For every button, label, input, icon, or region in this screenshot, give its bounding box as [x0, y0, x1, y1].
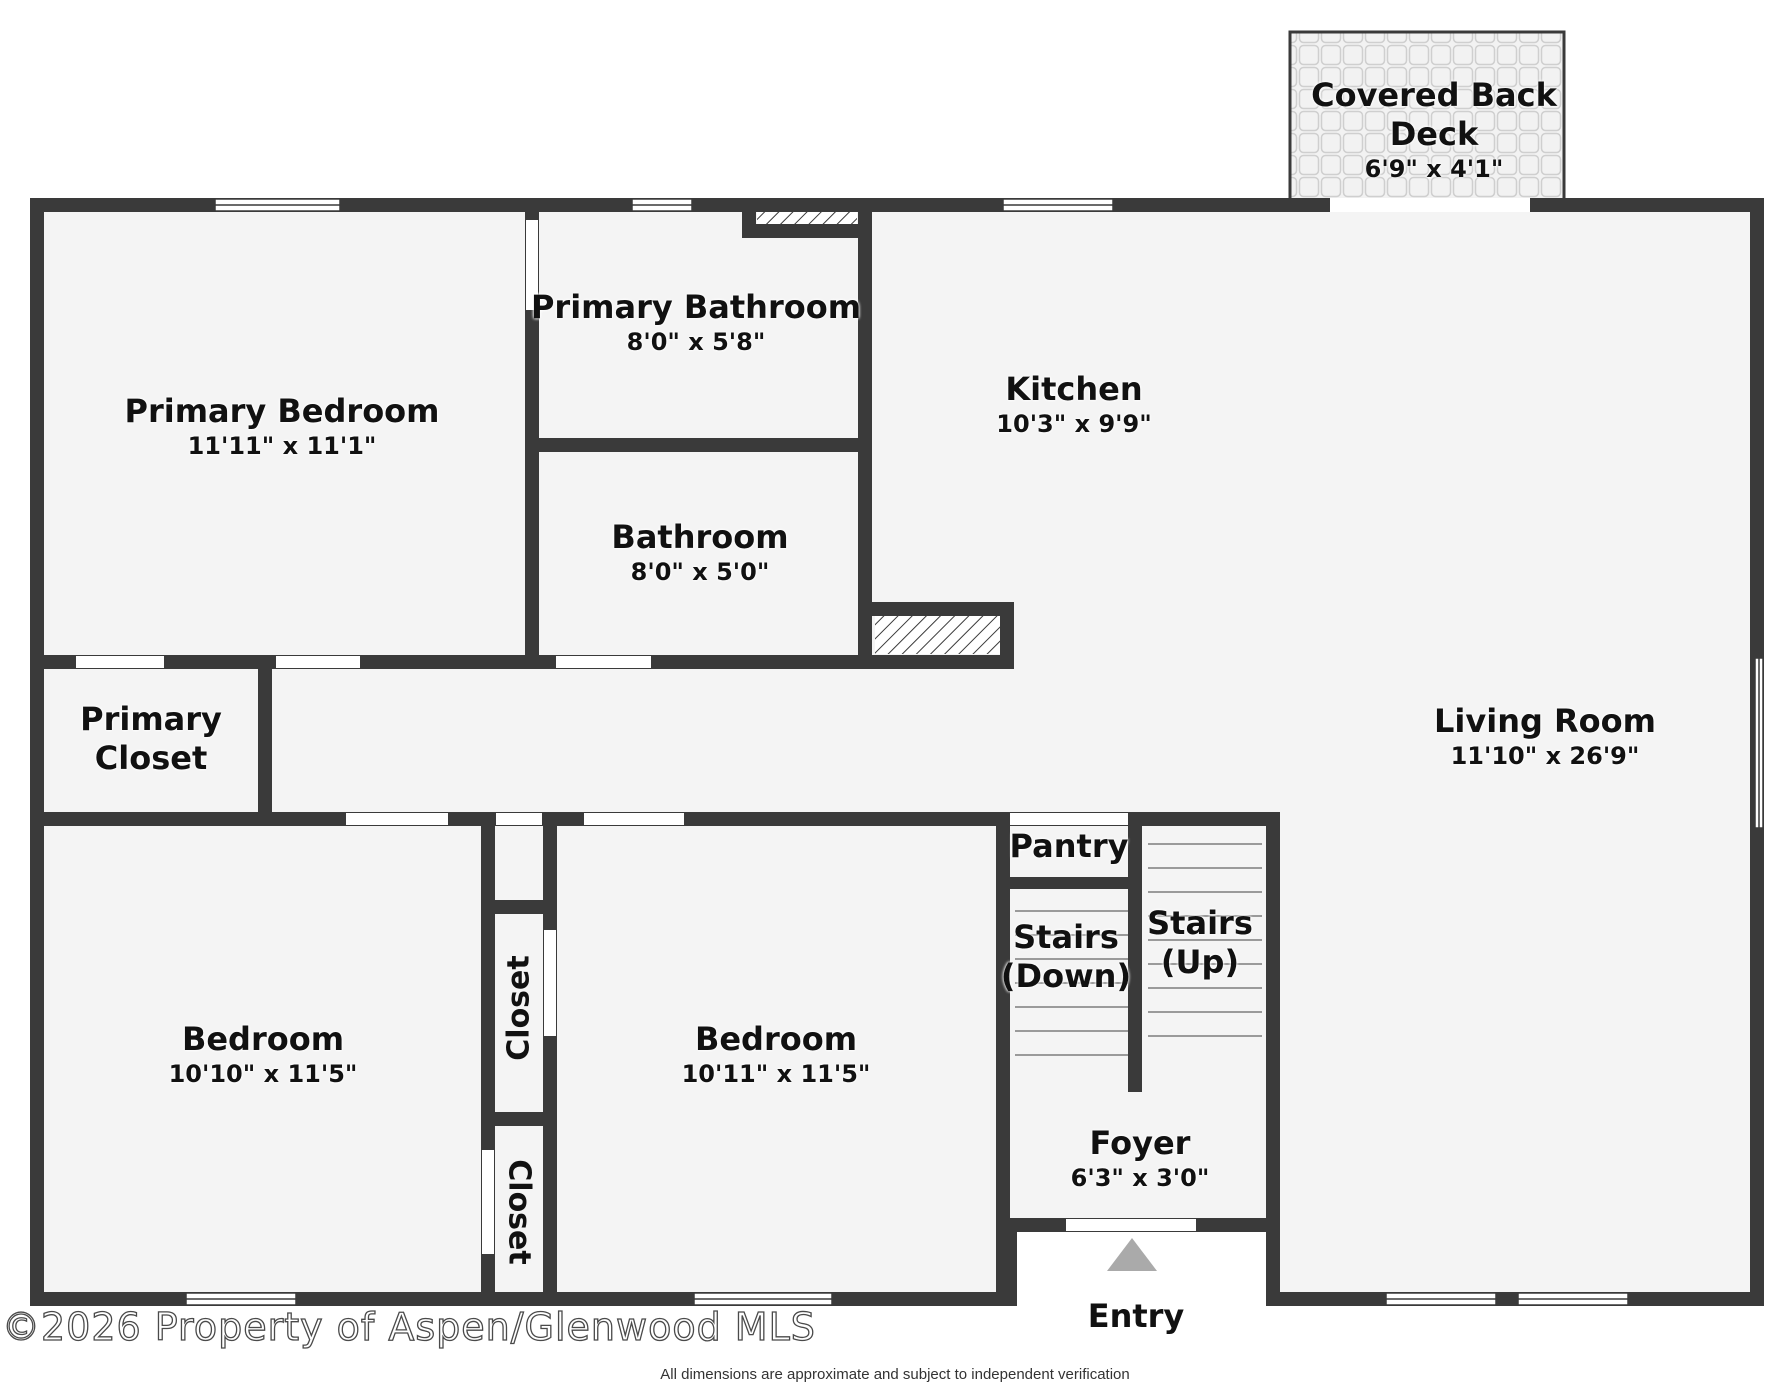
room-kitchen: Kitchen 10'3" x 9'9" [996, 370, 1151, 439]
room-covered-back-deck: Covered Back Deck 6'9" x 4'1" [1311, 76, 1557, 184]
room-name: Kitchen [1005, 370, 1143, 408]
room-dimensions: 11'11" x 11'1" [187, 432, 377, 460]
door-openings [76, 198, 1530, 1254]
room-stairs-up: Stairs (Up) [1147, 904, 1253, 982]
room-name: Closet [94, 739, 208, 777]
room-name: Primary [80, 700, 222, 738]
room-pantry: Pantry [1010, 827, 1129, 866]
entry-arrow-icon [1107, 1238, 1157, 1271]
room-name: Bathroom [611, 518, 789, 556]
room-living-room: Living Room 11'10" x 26'9" [1434, 702, 1656, 771]
room-dimensions: 8'0" x 5'8" [626, 328, 766, 356]
room-name: Primary Bedroom [124, 392, 440, 430]
room-name: (Down) [1000, 957, 1132, 995]
room-bedroom-left: Bedroom 10'10" x 11'5" [169, 1020, 358, 1089]
room-dimensions: 10'11" x 11'5" [681, 1060, 871, 1088]
watermark: ©2026 Property of Aspen/Glenwood MLS [1, 1304, 816, 1349]
room-dimensions: 11'10" x 26'9" [1450, 742, 1640, 770]
room-bathroom: Bathroom 8'0" x 5'0" [611, 518, 788, 587]
room-name: Foyer [1089, 1124, 1191, 1162]
room-stairs-down: Stairs (Down) [1001, 918, 1131, 996]
stair-treads [1015, 843, 1262, 1056]
room-name: Covered Back [1311, 76, 1557, 114]
room-dimensions: 6'9" x 4'1" [1364, 155, 1504, 183]
room-dimensions: 10'3" x 9'9" [996, 410, 1152, 438]
disclaimer: All dimensions are approximate and subje… [660, 1366, 1130, 1383]
room-name: Stairs [1013, 918, 1119, 956]
room-dimensions: 8'0" x 5'0" [630, 558, 770, 586]
covered-back-deck [1288, 30, 1566, 202]
room-name: Stairs [1147, 904, 1253, 942]
room-foyer: Foyer 6'3" x 3'0" [1071, 1124, 1210, 1193]
room-primary-bathroom: Primary Bathroom 8'0" x 5'8" [531, 288, 861, 357]
room-bedroom-right: Bedroom 10'11" x 11'5" [682, 1020, 871, 1089]
entry-label: Entry [1087, 1297, 1185, 1335]
window-mullions [186, 204, 1760, 1300]
hatched-fixture-top [757, 211, 857, 225]
room-closet-lower: Closet [501, 1159, 537, 1265]
room-dimensions: 6'3" x 3'0" [1070, 1164, 1210, 1192]
room-name: Bedroom [694, 1020, 858, 1058]
floor-area [38, 210, 1750, 1298]
room-closet-upper: Closet [501, 955, 537, 1061]
room-name: Primary Bathroom [530, 288, 862, 326]
room-name: Living Room [1434, 702, 1656, 740]
room-name: Deck [1389, 115, 1479, 153]
room-dimensions: 10'10" x 11'5" [168, 1060, 358, 1088]
room-name: Bedroom [181, 1020, 345, 1058]
room-primary-bedroom: Primary Bedroom 11'11" x 11'1" [124, 392, 439, 461]
hatched-fixture-middle [875, 612, 1000, 654]
room-name: Pantry [1009, 827, 1129, 865]
room-name: (Up) [1160, 943, 1240, 981]
room-primary-closet: Primary Closet [80, 700, 222, 778]
